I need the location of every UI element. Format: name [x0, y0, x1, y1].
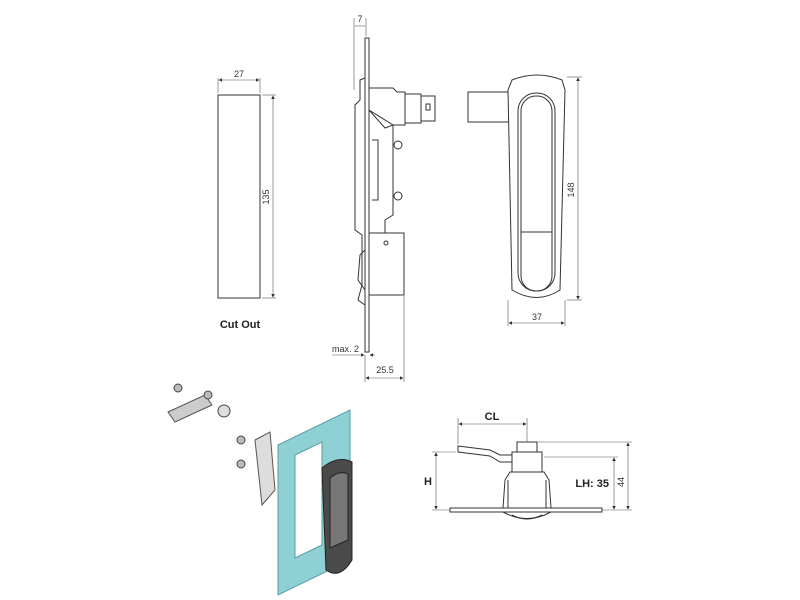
cutout-width-dim: 27 — [234, 69, 244, 79]
bracket — [254, 431, 276, 507]
cam-plate — [167, 394, 213, 423]
panel-plate — [364, 37, 370, 353]
side-view: 7 max. 2 25.5 — [332, 14, 436, 382]
section-lever — [457, 445, 516, 463]
side-depth-dim: 25.5 — [376, 365, 394, 375]
h-label: H — [424, 476, 432, 488]
cl-label: CL — [485, 411, 500, 423]
cutout-view: 27 135 Cut Out — [217, 69, 276, 331]
cutout-label: Cut Out — [220, 319, 261, 331]
latch-tongue — [467, 91, 511, 123]
lh-label: LH: 35 — [575, 478, 609, 490]
cutout-height-dim: 135 — [261, 189, 271, 204]
panel-thickness-dim: max. 2 — [332, 344, 359, 354]
side-depth-top-dim: 7 — [357, 14, 362, 24]
exploded-view — [167, 383, 353, 596]
section-plate — [449, 507, 603, 513]
total-height-dim: 44 — [616, 477, 626, 487]
front-height-dim: 148 — [566, 182, 576, 197]
section-view: CL H LH: 35 44 — [424, 411, 632, 520]
front-width-dim: 37 — [532, 312, 542, 322]
front-view: 148 37 — [467, 74, 582, 326]
cutout-rect — [217, 94, 261, 299]
